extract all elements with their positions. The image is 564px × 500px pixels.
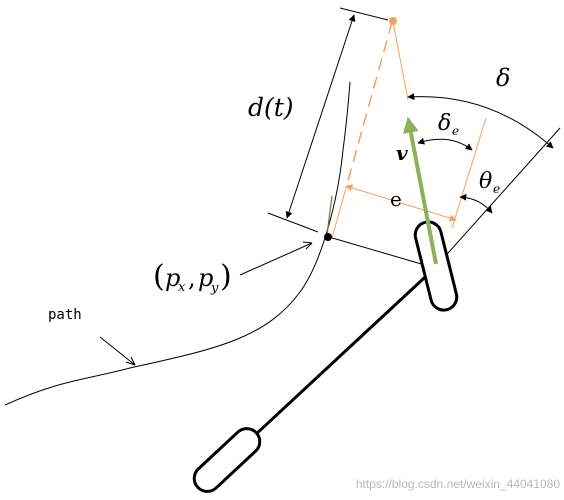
lookahead-point (389, 17, 397, 25)
e-dimension-line (345, 184, 457, 222)
delta-arc (407, 93, 554, 149)
theta-e-label: θ (479, 169, 492, 194)
point-label-py: p (198, 264, 213, 292)
e-reference-line (331, 187, 347, 239)
path-curve (4, 81, 351, 406)
delta-e-subscript: e (452, 124, 459, 138)
e-label: e (390, 187, 402, 211)
point-label-px-sub: x (178, 280, 186, 295)
path-leader (99, 336, 136, 366)
point-label-open: ( (153, 259, 165, 294)
d-dimension-line (285, 14, 356, 219)
watermark: https://blog.csdn.net/weixin_44041080 (356, 477, 560, 491)
path-label: path (48, 307, 82, 323)
point-label-px: p (165, 264, 180, 292)
delta-label: δ (496, 64, 510, 92)
path-point (324, 233, 332, 241)
theta-e-subscript: e (493, 182, 500, 196)
d-extension-bottom (267, 212, 319, 233)
lookahead-line (392, 21, 409, 101)
front-wheel (413, 220, 459, 312)
point-label-close: ) (220, 259, 232, 294)
point-label-py-sub: y (210, 281, 219, 296)
vehicle-body (224, 264, 439, 464)
d-t-label: d(t) (248, 93, 294, 122)
heading-line (439, 127, 561, 263)
point-label-comma: , (188, 264, 196, 292)
d-extension-top (339, 7, 389, 21)
rear-wheel (192, 427, 262, 493)
v-label: v (396, 141, 408, 165)
point-leader-arrowhead (302, 241, 313, 250)
point-leader (239, 242, 313, 276)
delta-e-arc (417, 137, 473, 151)
cross-track-line (328, 236, 436, 269)
delta-e-label: δ (438, 111, 451, 136)
path-leader-arrowhead (125, 356, 136, 366)
theta-e-arc (459, 193, 493, 214)
lookahead-dashed-line (345, 21, 393, 189)
